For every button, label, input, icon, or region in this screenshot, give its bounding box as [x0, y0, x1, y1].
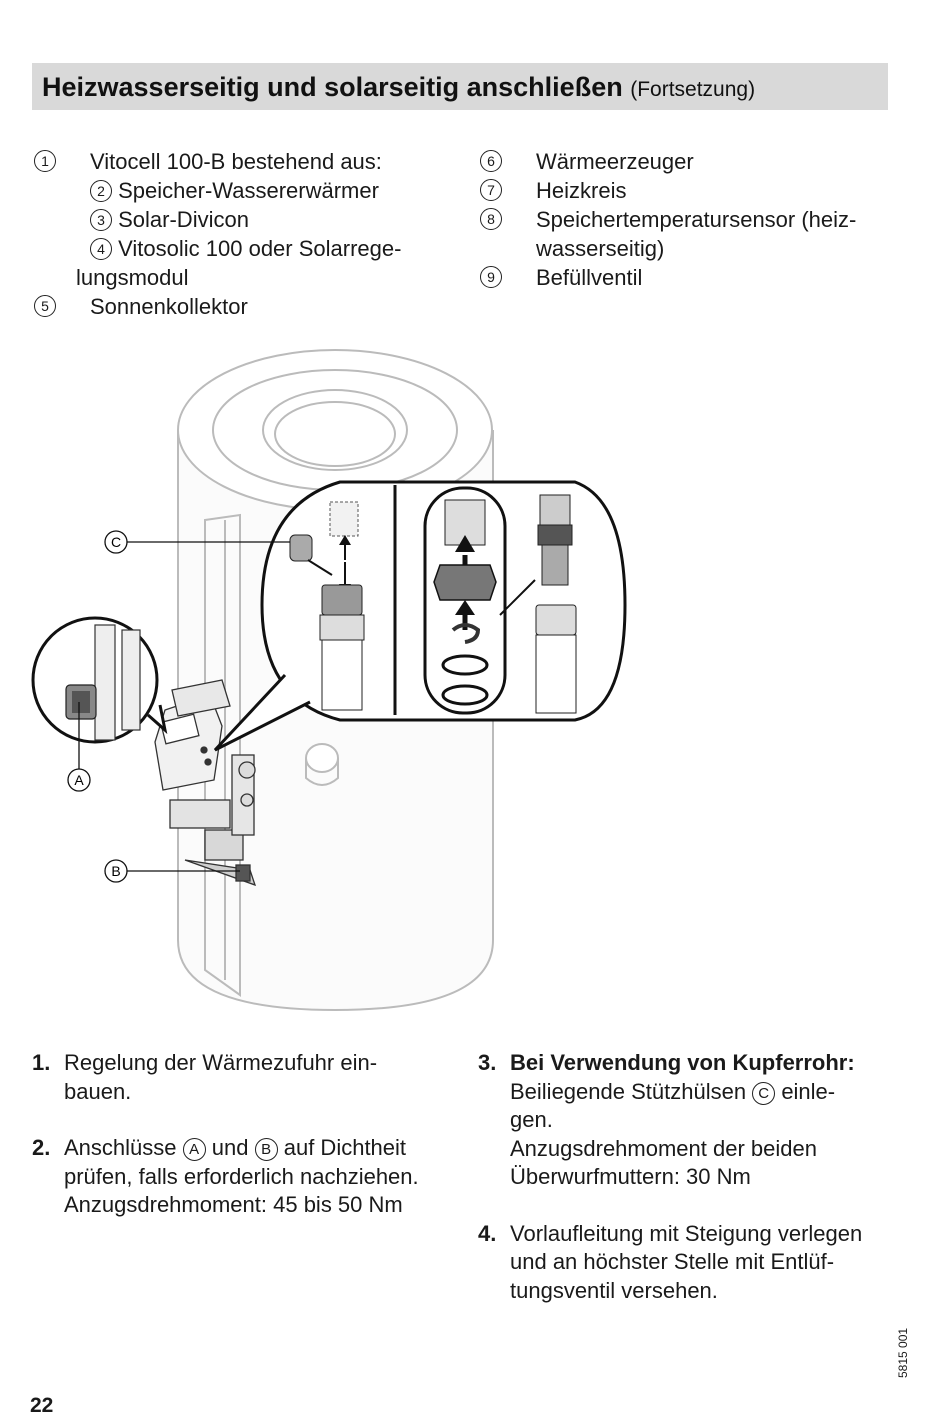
solar-divicon-unit: [154, 679, 257, 887]
step-text: Anschlüsse: [64, 1135, 177, 1160]
legend-item: 4 Vitosolic 100 oder Solarrege-: [34, 234, 454, 263]
step-line: Vorlaufleitung mit Steigung verlegen: [510, 1220, 863, 1246]
legend-text: Heizkreis: [536, 178, 627, 203]
legend-text: wasserseitig): [536, 236, 665, 261]
step-text: auf Dichtheit: [283, 1135, 407, 1160]
installation-illustration: C A B: [31, 349, 627, 1012]
legend-text: Vitosolic 100 oder Solarrege-: [118, 236, 402, 261]
detail-circle-a: [31, 616, 168, 744]
step-line: prüfen, falls erforderlich nachziehen.: [64, 1163, 419, 1189]
legend-item: 9 Befüllventil: [480, 263, 900, 292]
step-line: Regelung der Wärmezufuhr ein-: [64, 1050, 378, 1075]
legend-text: Speichertemperatursensor (heiz-: [536, 207, 857, 232]
legend-text: lungsmodul: [76, 265, 189, 290]
step-3: 3. Bei Verwendung von Kupferrohr: Beilie…: [478, 1049, 908, 1192]
section-header: Heizwasserseitig und solarseitig anschli…: [32, 63, 888, 110]
step-2: 2. Anschlüsse A und B auf Dichtheit prüf…: [32, 1134, 452, 1220]
legend-item: 3 Solar-Divicon: [34, 205, 454, 234]
step-text: einle-: [781, 1078, 836, 1104]
legend-text: Solar-Divicon: [118, 207, 249, 232]
step-line: Beiliegende Stützhülsen C einle-: [510, 1078, 908, 1107]
step-body: Anschlüsse A und B auf Dichtheit prüfen,…: [64, 1134, 452, 1220]
step-body: Bei Verwendung von Kupferrohr: Beiliegen…: [510, 1049, 908, 1192]
legend-text: Sonnenkollektor: [90, 294, 248, 319]
callout-ref-b: B: [254, 1138, 278, 1161]
step-number: 4.: [478, 1220, 497, 1246]
legend-item: wasserseitig): [480, 234, 900, 263]
number-circle: 6: [480, 150, 502, 172]
step-line: und an höchster Stelle mit Entlüf-: [510, 1249, 835, 1274]
detail-circle-c: [213, 480, 627, 752]
step-text: und: [211, 1135, 249, 1160]
number-circle: 8: [480, 208, 502, 230]
legend-item: 6 Wärmeerzeuger: [480, 147, 900, 176]
callout-c-label: C: [111, 534, 121, 550]
legend-right: 6 Wärmeerzeuger 7 Heizkreis 8 Speicherte…: [480, 147, 900, 292]
legend-subitem: 4 Vitosolic 100 oder Solarrege-: [90, 234, 401, 263]
step-line: tungsventil versehen.: [510, 1277, 718, 1303]
step-line: Anzugsdrehmoment der beiden: [510, 1135, 817, 1161]
number-circle: 9: [480, 266, 502, 288]
legend-text: Speicher-Wassererwärmer: [118, 178, 379, 203]
number-circle: 7: [480, 179, 502, 201]
legend-item: 2 Speicher-Wassererwärmer: [34, 176, 454, 205]
step-number: 1.: [32, 1050, 51, 1075]
step-line: gen.: [510, 1107, 553, 1132]
step-line: Überwurfmuttern: 30 Nm: [510, 1164, 751, 1189]
legend-item: 7 Heizkreis: [480, 176, 900, 205]
callout-a-label: A: [74, 772, 84, 788]
page-number: 22: [30, 1394, 54, 1417]
callout-ref-c: C: [752, 1081, 776, 1105]
step-body: Regelung der Wärmezufuhr ein- bauen.: [64, 1049, 452, 1106]
step-line: Anschlüsse A und B auf Dichtheit: [64, 1134, 452, 1163]
number-circle: 3: [90, 209, 112, 231]
step-body: Vorlaufleitung mit Steigung verlegen und…: [510, 1220, 908, 1306]
legend-text: Vitocell 100-B bestehend aus:: [90, 149, 382, 174]
document-code: 5815 001: [896, 1327, 910, 1378]
number-circle: 4: [90, 238, 112, 260]
title-text: Heizwasserseitig und solarseitig anschli…: [42, 72, 623, 102]
step-line: bauen.: [64, 1078, 132, 1104]
steps-left: 1. Regelung der Wärmezufuhr ein- bauen. …: [32, 1049, 452, 1248]
callout-labels: C A B: [67, 530, 290, 883]
legend-text: Befüllventil: [536, 265, 643, 290]
step-1: 1. Regelung der Wärmezufuhr ein- bauen.: [32, 1049, 452, 1106]
legend-item: 1 Vitocell 100-B bestehend aus:: [34, 147, 454, 176]
legend-item: 5 Sonnenkollektor: [34, 292, 454, 321]
legend-subitem: 3 Solar-Divicon: [90, 205, 249, 234]
callout-ref-a: A: [182, 1138, 206, 1161]
legend-item: 8 Speichertemperatursensor (heiz-: [480, 205, 900, 234]
number-circle: 5: [34, 295, 56, 317]
step-text: Beiliegende Stützhülsen: [510, 1078, 747, 1104]
number-circle: 2: [90, 180, 112, 202]
legend-subitem: 2 Speicher-Wassererwärmer: [90, 176, 379, 205]
step-heading: Bei Verwendung von Kupferrohr:: [510, 1050, 855, 1075]
step-number: 3.: [478, 1050, 497, 1075]
section-title: Heizwasserseitig und solarseitig anschli…: [42, 72, 755, 103]
step-number: 2.: [32, 1135, 51, 1160]
legend-item: lungsmodul: [34, 263, 454, 292]
step-line: Anzugsdrehmoment: 45 bis 50 Nm: [64, 1192, 403, 1217]
steps-right: 3. Bei Verwendung von Kupferrohr: Beilie…: [478, 1049, 908, 1333]
number-circle: 1: [34, 150, 56, 172]
step-4: 4. Vorlaufleitung mit Steigung verlegen …: [478, 1220, 908, 1306]
legend-left: 1 Vitocell 100-B bestehend aus: 2 Speich…: [34, 147, 454, 321]
title-subtitle: (Fortsetzung): [630, 78, 756, 101]
legend-text: Wärmeerzeuger: [536, 149, 694, 174]
callout-b-label: B: [111, 863, 120, 879]
